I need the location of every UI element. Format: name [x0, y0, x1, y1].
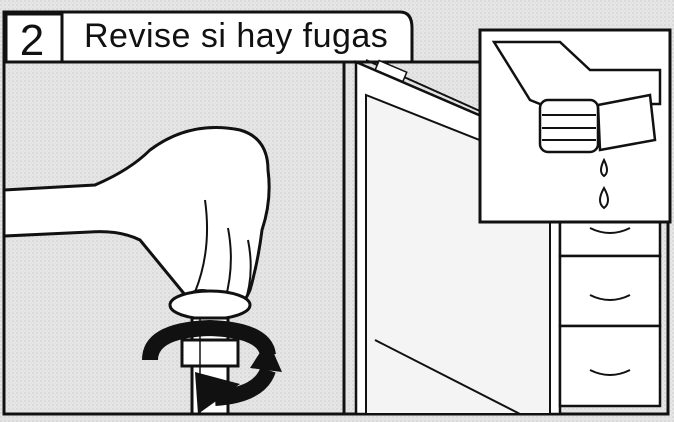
- rotation-arrow-icon: [142, 319, 282, 414]
- step-title: Revise si hay fugas: [84, 16, 389, 55]
- fitting-closeup: [491, 40, 662, 154]
- step-number: 2: [19, 16, 45, 65]
- cabinet: [558, 198, 662, 408]
- water-drop-icon: [599, 157, 609, 210]
- header-tab: [2, 10, 414, 64]
